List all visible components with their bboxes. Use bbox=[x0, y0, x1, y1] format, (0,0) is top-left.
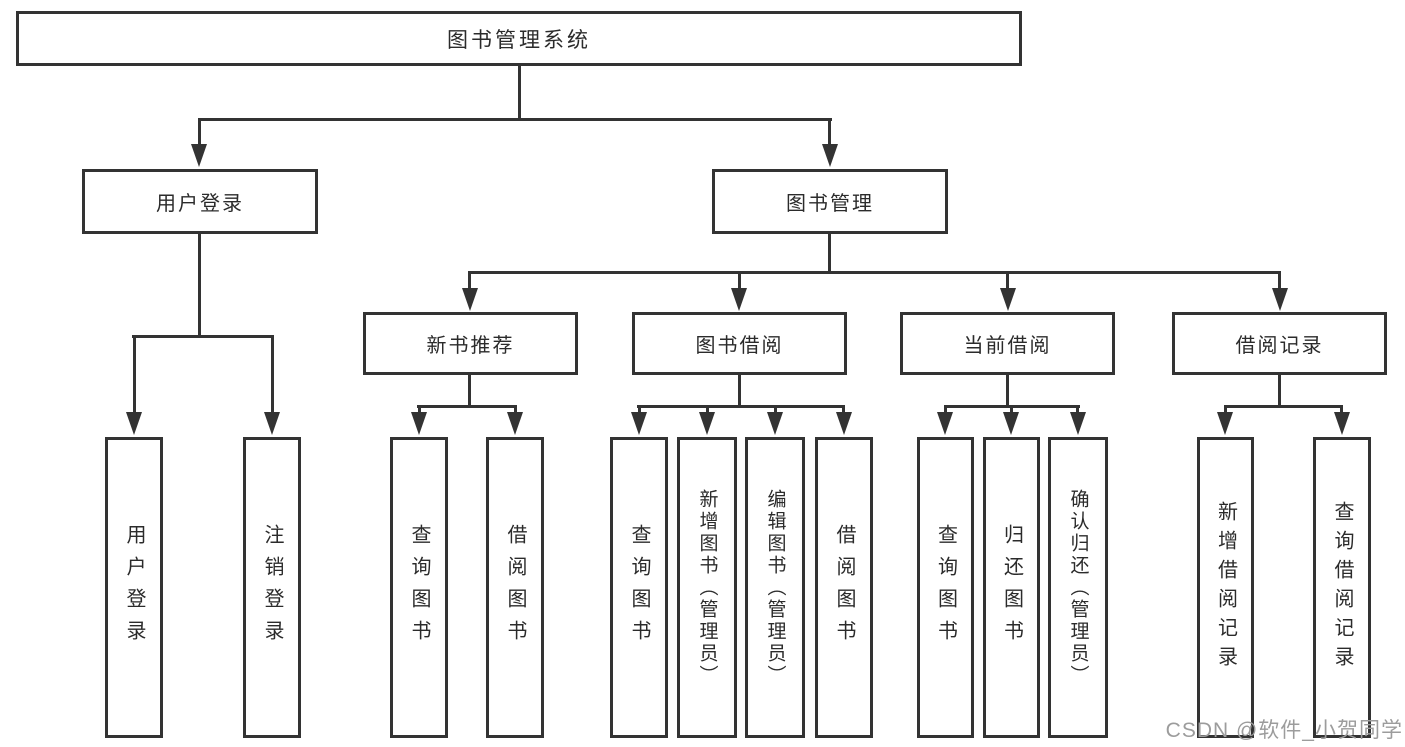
connector-current-borrowing-hline bbox=[944, 405, 1080, 408]
connector-stem-book-borrowing bbox=[738, 274, 741, 290]
arrow-down-icon bbox=[699, 412, 715, 435]
leaf-user-login: 用户登录 bbox=[105, 437, 163, 738]
connector-stem bbox=[1340, 408, 1343, 414]
leaf-logout: 注销登录 bbox=[243, 437, 301, 738]
connector-stem-user-login bbox=[198, 121, 201, 146]
node-book-management: 图书管理 bbox=[712, 169, 948, 234]
connector-stem-book-management bbox=[828, 121, 831, 146]
leaf-return-books: 归还图书 bbox=[983, 437, 1040, 738]
arrow-down-icon bbox=[822, 144, 838, 167]
connector-root-hline bbox=[198, 118, 832, 121]
leaf-add-borrow-record: 新增借阅记录 bbox=[1197, 437, 1254, 738]
connector-book-borrowing-vline bbox=[738, 375, 741, 408]
csdn-watermark: CSDN @软件_小贺同学 bbox=[1165, 719, 1403, 742]
connector-book-management-vline bbox=[828, 234, 831, 274]
arrow-down-icon bbox=[191, 144, 207, 167]
connector-borrowing-records-hline bbox=[1224, 405, 1343, 408]
arrow-down-icon bbox=[126, 412, 142, 435]
connector-new-book-vline bbox=[468, 375, 471, 408]
arrow-down-icon bbox=[937, 412, 953, 435]
arrow-down-icon bbox=[1003, 412, 1019, 435]
arrow-down-icon bbox=[1272, 288, 1288, 311]
connector-stem-new-book-recommendation bbox=[468, 274, 471, 290]
leaf-query-books-borrowing: 查询图书 bbox=[610, 437, 668, 738]
leaf-query-books-current: 查询图书 bbox=[917, 437, 974, 738]
connector-borrowing-records-vline bbox=[1278, 375, 1281, 408]
leaf-edit-books-admin: 编辑图书（管理员） bbox=[745, 437, 805, 738]
connector-stem bbox=[418, 408, 421, 414]
connector-stem bbox=[944, 408, 947, 414]
leaf-borrow-books-recommendation: 借阅图书 bbox=[486, 437, 544, 738]
arrow-down-icon bbox=[264, 412, 280, 435]
connector-stem bbox=[842, 408, 845, 414]
node-new-book-recommendation: 新书推荐 bbox=[363, 312, 578, 375]
arrow-down-icon bbox=[507, 412, 523, 435]
connector-stem-borrowing-records bbox=[1278, 274, 1281, 290]
leaf-add-books-admin: 新增图书（管理员） bbox=[677, 437, 737, 738]
arrow-down-icon bbox=[462, 288, 478, 311]
connector-user-login-vline bbox=[198, 234, 201, 338]
connector-stem bbox=[514, 408, 517, 414]
connector-book-borrowing-hline bbox=[637, 405, 845, 408]
connector-current-borrowing-vline bbox=[1006, 375, 1009, 408]
leaf-confirm-return-admin: 确认归还（管理员） bbox=[1048, 437, 1108, 738]
leaf-borrow-books: 借阅图书 bbox=[815, 437, 873, 738]
arrow-down-icon bbox=[1070, 412, 1086, 435]
connector-stem bbox=[1224, 408, 1227, 414]
arrow-down-icon bbox=[1334, 412, 1350, 435]
connector-book-management-hline bbox=[468, 271, 1281, 274]
arrow-down-icon bbox=[631, 412, 647, 435]
connector-stem bbox=[638, 408, 641, 414]
arrow-down-icon bbox=[1217, 412, 1233, 435]
node-library-management-system: 图书管理系统 bbox=[16, 11, 1022, 66]
node-book-borrowing: 图书借阅 bbox=[632, 312, 847, 375]
leaf-query-borrow-record: 查询借阅记录 bbox=[1313, 437, 1371, 738]
arrow-down-icon bbox=[836, 412, 852, 435]
connector-user-login-hline bbox=[132, 335, 274, 338]
leaf-query-books-recommendation: 查询图书 bbox=[390, 437, 448, 738]
connector-stem bbox=[706, 408, 709, 414]
connector-stem bbox=[774, 408, 777, 414]
node-borrowing-records: 借阅记录 bbox=[1172, 312, 1387, 375]
connector-stem bbox=[1010, 408, 1013, 414]
connector-root-vline bbox=[518, 66, 521, 121]
connector-stem bbox=[1076, 408, 1079, 414]
arrow-down-icon bbox=[767, 412, 783, 435]
connector-stem-leaf-user-login bbox=[133, 338, 136, 413]
arrow-down-icon bbox=[731, 288, 747, 311]
connector-stem-leaf-logout bbox=[271, 338, 274, 413]
connector-stem-current-borrowing bbox=[1006, 274, 1009, 290]
node-user-login: 用户登录 bbox=[82, 169, 318, 234]
node-current-borrowing: 当前借阅 bbox=[900, 312, 1115, 375]
connector-new-book-hline bbox=[417, 405, 517, 408]
arrow-down-icon bbox=[411, 412, 427, 435]
arrow-down-icon bbox=[1000, 288, 1016, 311]
